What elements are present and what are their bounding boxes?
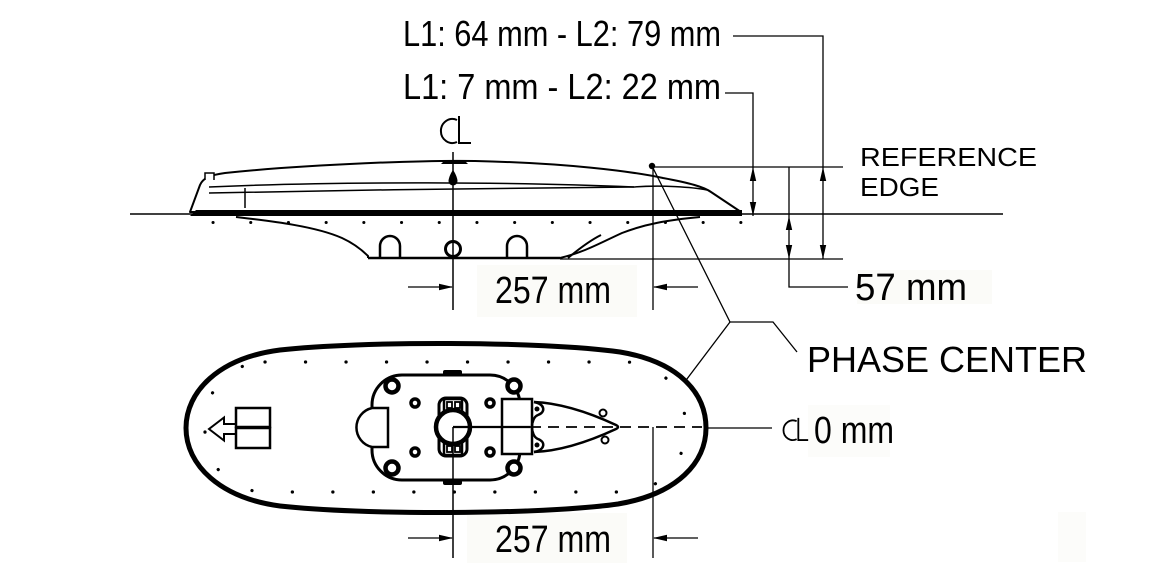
- plate-tab-top: [443, 370, 462, 376]
- radome-seam-upper: [208, 182, 635, 188]
- pointer-shape: [533, 400, 620, 454]
- skirt-right-inner: [567, 234, 602, 259]
- pin-dot: [534, 406, 540, 412]
- arrowhead-up: [819, 167, 827, 181]
- key-notch: [454, 401, 461, 409]
- key-notch: [446, 445, 453, 453]
- bracket-tab-left: [378, 234, 402, 258]
- leader-depth: [788, 167, 848, 288]
- centerline-symbol-icon: [782, 417, 809, 441]
- cl-c-stroke: [439, 118, 458, 144]
- top-view: [183, 340, 772, 558]
- dim-label-l1l2-offset: L1: 7 mm - L2: 22 mm: [403, 66, 721, 107]
- radome-seam-lower: [208, 186, 635, 194]
- bolt-hole: [505, 377, 523, 395]
- leader-l1l2-top: [733, 35, 824, 259]
- patch-top-width: [467, 513, 627, 563]
- arrowhead-down: [749, 202, 757, 216]
- arrowhead-right: [439, 534, 453, 542]
- arrowhead-right: [439, 283, 453, 291]
- apex-tab: [441, 160, 468, 164]
- small-hole: [600, 435, 610, 445]
- radome-outline: [189, 159, 742, 213]
- screw-hole: [409, 446, 421, 458]
- key-notch: [454, 445, 461, 453]
- leader-l1l2-offset: [725, 92, 754, 216]
- leader-to-label: [730, 321, 798, 353]
- dim-label-l1l2-top: L1: 64 mm - L2: 79 mm: [403, 13, 721, 54]
- bolt-hole: [505, 459, 523, 477]
- height-dimensions: [560, 35, 848, 288]
- radome-shoulder-seam: [633, 185, 708, 191]
- small-hole: [598, 408, 608, 418]
- dim-label-top-width: 257 mm: [495, 519, 611, 561]
- screw-hole: [484, 446, 496, 458]
- arrowhead-up: [785, 216, 793, 230]
- arrowhead-left: [653, 534, 667, 542]
- base-band: [190, 210, 742, 216]
- phase-center-label: PHASE CENTER: [807, 339, 1087, 380]
- side-width-dimension: [408, 283, 698, 291]
- patch-depth: [857, 270, 992, 304]
- patch-corner: [1058, 512, 1086, 562]
- skirt-right: [559, 216, 701, 259]
- arrowhead-down: [819, 245, 827, 259]
- cl-l-stroke: [797, 417, 809, 441]
- dim-label-depth: 57 mm: [855, 267, 967, 309]
- reference-edge-label-line2: EDGE: [860, 172, 939, 202]
- reference-edge-label-line1: REFERENCE: [860, 142, 1037, 172]
- vent-bump: [204, 172, 215, 180]
- arrowhead-up: [749, 167, 757, 181]
- screw-hole: [409, 397, 421, 409]
- feed-point-marker: [448, 170, 458, 186]
- skirt-left: [235, 216, 369, 258]
- leader-from-side-view: [651, 165, 731, 323]
- arrowhead-left: [653, 283, 667, 291]
- side-view: [130, 152, 1003, 310]
- key-notch: [446, 401, 453, 409]
- bolt-hole: [383, 377, 401, 395]
- bolt-hole: [383, 459, 401, 477]
- pin-dot: [534, 442, 540, 448]
- patch-side-width: [477, 265, 637, 317]
- screw-hole: [484, 397, 496, 409]
- connector-d-shape: [355, 406, 390, 449]
- connector-block-bottom: [234, 426, 272, 450]
- cl-l-stroke: [458, 116, 471, 144]
- patch-zero: [808, 405, 890, 457]
- dim-label-side-width: 257 mm: [495, 270, 611, 312]
- centerline-symbol-icon: [439, 116, 471, 144]
- connector-block-top: [234, 406, 272, 429]
- cl-c-stroke: [782, 419, 798, 441]
- highlight-patches: [467, 265, 1086, 563]
- top-width-dimension: [408, 534, 698, 542]
- arrowhead-down: [785, 245, 793, 259]
- dim-label-zero: 0 mm: [814, 410, 894, 452]
- bracket-tab-right: [505, 234, 529, 258]
